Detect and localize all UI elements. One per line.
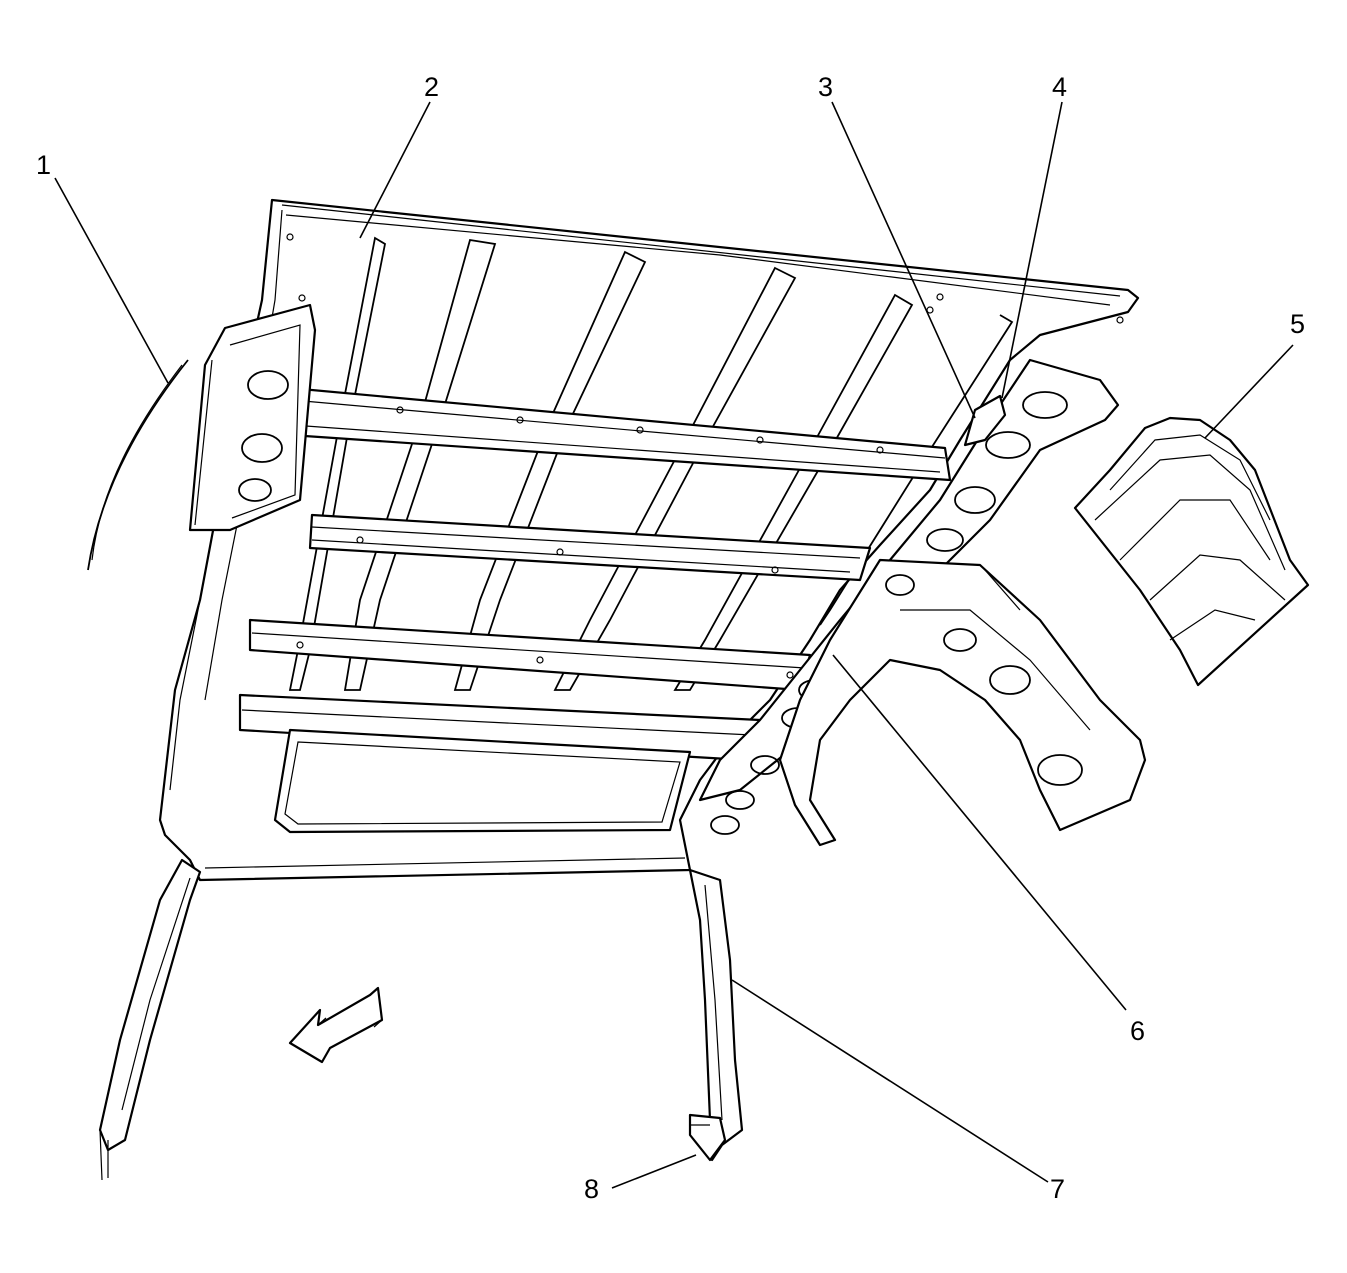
rear-window-opening xyxy=(199,728,692,881)
leader-1 xyxy=(54,177,169,384)
side-panel-part-5 xyxy=(1073,416,1310,687)
leader-4 xyxy=(1001,101,1063,399)
left-front-roof-rail-panel xyxy=(87,303,317,571)
roof-cross-bows xyxy=(238,386,952,762)
front-direction-arrow-icon xyxy=(288,986,384,1064)
leader-8 xyxy=(611,1154,697,1189)
callout-3: 3 xyxy=(818,72,833,102)
callout-5: 5 xyxy=(1290,309,1305,339)
leader-3 xyxy=(831,101,976,419)
leader-6 xyxy=(832,654,1127,1011)
leader-7 xyxy=(731,979,1049,1183)
leader-2 xyxy=(359,101,431,239)
callout-2: 2 xyxy=(424,72,439,102)
right-b-pillar xyxy=(778,558,1147,847)
callout-8: 8 xyxy=(584,1174,599,1204)
leader-lines xyxy=(54,101,1294,1189)
callout-4: 4 xyxy=(1052,72,1067,102)
left-a-pillar xyxy=(98,858,202,1181)
leader-5 xyxy=(1204,344,1294,439)
callout-6: 6 xyxy=(1130,1016,1145,1046)
callout-7: 7 xyxy=(1050,1174,1065,1204)
callout-labels: 1 2 3 4 5 6 7 8 xyxy=(36,72,1305,1204)
callout-1: 1 xyxy=(36,150,51,180)
right-rear-pillar xyxy=(688,868,744,1162)
